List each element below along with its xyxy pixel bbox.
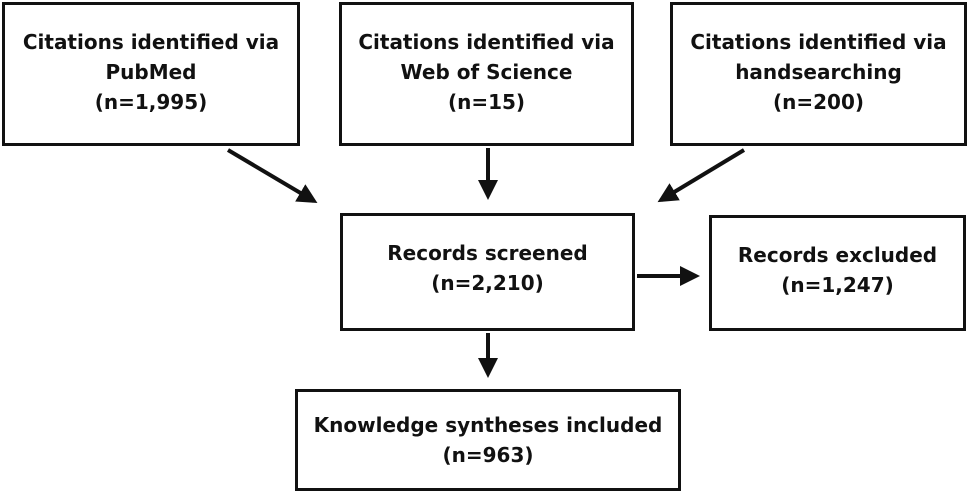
syntheses-included-box: Knowledge syntheses included (n=963) xyxy=(295,389,681,491)
excluded-count: (n=1,247) xyxy=(781,273,894,297)
wos-line2: Web of Science xyxy=(400,60,573,84)
pubmed-count: (n=1,995) xyxy=(94,90,208,114)
wos-count: (n=15) xyxy=(447,90,526,114)
screened-count: (n=2,210) xyxy=(431,271,544,295)
records-screened-box: Records screened (n=2,210) xyxy=(340,213,635,331)
wos-source-box: Citations identified via Web of Science … xyxy=(339,2,634,146)
pubmed-line1: Citations identified via xyxy=(22,30,280,54)
pubmed-line2: PubMed xyxy=(105,60,197,84)
excluded-label: Records excluded xyxy=(737,243,938,267)
records-excluded-box: Records excluded (n=1,247) xyxy=(709,215,966,331)
arrow-hand-to-screened xyxy=(657,148,746,203)
handsearching-source-box: Citations identified via handsearching (… xyxy=(670,2,967,146)
hand-count: (n=200) xyxy=(772,90,865,114)
screened-label: Records screened xyxy=(387,241,588,265)
arrow-pubmed-to-screened xyxy=(226,148,318,204)
included-label: Knowledge syntheses included xyxy=(313,413,663,437)
wos-line1: Citations identified via xyxy=(358,30,615,54)
pubmed-source-box: Citations identified via PubMed (n=1,995… xyxy=(2,2,300,146)
hand-line1: Citations identified via xyxy=(690,30,947,54)
included-count: (n=963) xyxy=(442,443,534,467)
hand-line2: handsearching xyxy=(735,60,902,84)
